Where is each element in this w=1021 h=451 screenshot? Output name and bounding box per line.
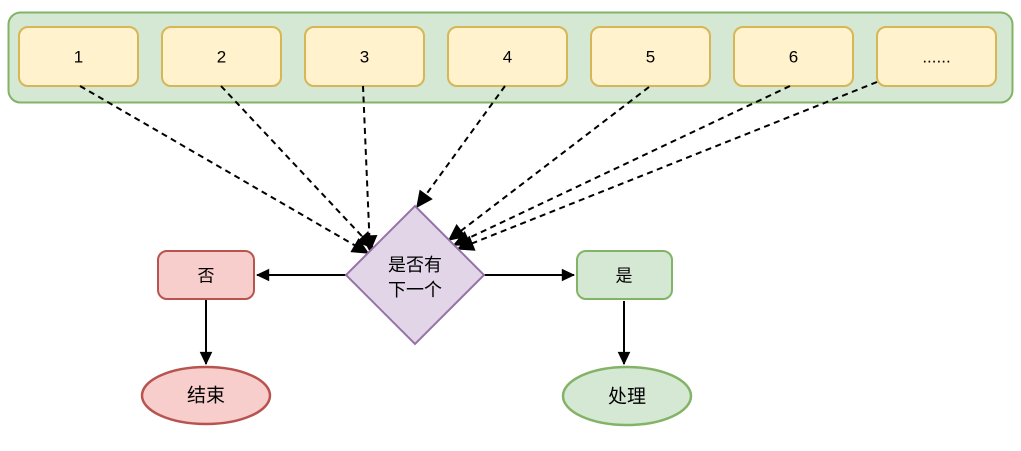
branch-no-shape	[157, 250, 255, 300]
queue-item-label: 3	[360, 48, 369, 67]
decision-label-line1: 是否有	[388, 255, 442, 275]
branch-yes-box: 是	[576, 250, 673, 300]
dashed-arrow-item6-to-decision	[452, 85, 791, 246]
dashed-arrow-item1-to-decision	[79, 85, 370, 254]
queue-item-6: 6	[733, 26, 854, 87]
queue-item-label: 1	[74, 48, 83, 67]
decision-diamond: 是否有 下一个	[344, 204, 486, 346]
queue-item-label: 4	[503, 48, 512, 67]
terminal-process-ellipse: 处理	[561, 365, 693, 427]
branch-yes-shape	[576, 250, 673, 300]
queue-item-box	[447, 26, 568, 87]
branch-no-box: 否	[157, 250, 255, 300]
solid-arrows	[199, 268, 631, 366]
queue-item-3: 3	[304, 26, 425, 87]
queue-item-label: 6	[789, 48, 798, 67]
queue-item-box	[590, 26, 711, 87]
branch-no-label: 否	[198, 267, 215, 286]
terminal-process-label: 处理	[608, 386, 646, 408]
queue-item-1: 1	[18, 26, 139, 87]
queue-item-box	[733, 26, 854, 87]
terminal-end-label: 结束	[187, 385, 225, 407]
dashed-arrow-item4-to-decision	[416, 85, 506, 209]
queue-item-box	[18, 26, 139, 87]
dashed-arrow-more-to-decision	[456, 81, 878, 251]
queue-item-2: 2	[161, 26, 282, 87]
branch-yes-label: 是	[616, 267, 633, 286]
dashed-arrows	[79, 81, 878, 254]
queue-item-box	[876, 26, 997, 87]
terminal-end-ellipse: 结束	[140, 365, 272, 426]
dashed-arrow-item3-to-decision	[361, 85, 378, 253]
terminal-process-shape	[561, 365, 693, 427]
queue-item-more: ......	[876, 26, 997, 87]
terminal-end-shape	[140, 365, 272, 426]
dashed-arrow-item5-to-decision	[447, 86, 650, 241]
decision-diamond-shape	[344, 204, 486, 346]
queue-item-label: ......	[922, 48, 950, 67]
decision-label-line2: 下一个	[388, 280, 442, 300]
queue-item-label: 2	[217, 48, 226, 67]
dashed-arrow-item2-to-decision	[220, 85, 374, 250]
queue-item-4: 4	[447, 26, 568, 87]
queue-item-label: 5	[646, 48, 655, 67]
queue-item-5: 5	[590, 26, 711, 87]
queue-item-box	[304, 26, 425, 87]
queue-container: 1 2 3 4 5 6 ......	[7, 11, 1014, 104]
